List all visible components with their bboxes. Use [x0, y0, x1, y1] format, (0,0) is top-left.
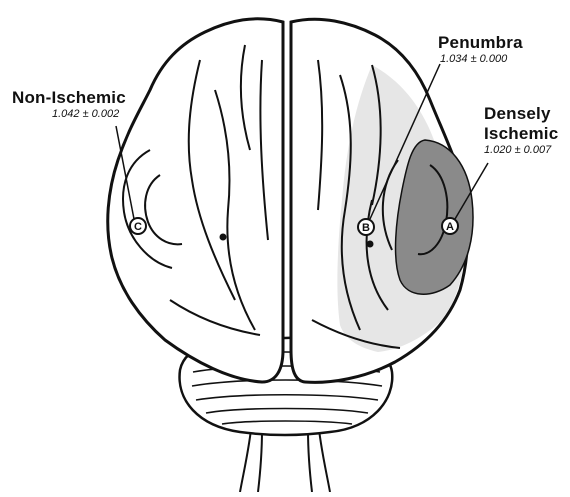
densely-ischemic-label-line1: Densely [484, 104, 551, 124]
left-hemisphere [108, 19, 283, 382]
densely-ischemic-value: 1.020 ± 0.007 [484, 144, 551, 156]
non-ischemic-label: Non-Ischemic [12, 88, 126, 108]
penumbra-label: Penumbra [438, 33, 523, 53]
right-hemisphere [291, 19, 473, 382]
marker-a: A [442, 218, 458, 234]
sample-dot-right [367, 241, 374, 248]
svg-text:C: C [134, 221, 142, 233]
densely-ischemic-label-line2: Ischemic [484, 124, 558, 144]
sample-dot-left [220, 234, 227, 241]
svg-text:A: A [446, 221, 454, 233]
non-ischemic-value: 1.042 ± 0.002 [52, 108, 119, 120]
svg-text:B: B [362, 222, 370, 234]
marker-b: B [358, 219, 374, 235]
marker-c: C [130, 218, 146, 234]
penumbra-value: 1.034 ± 0.000 [440, 53, 507, 65]
